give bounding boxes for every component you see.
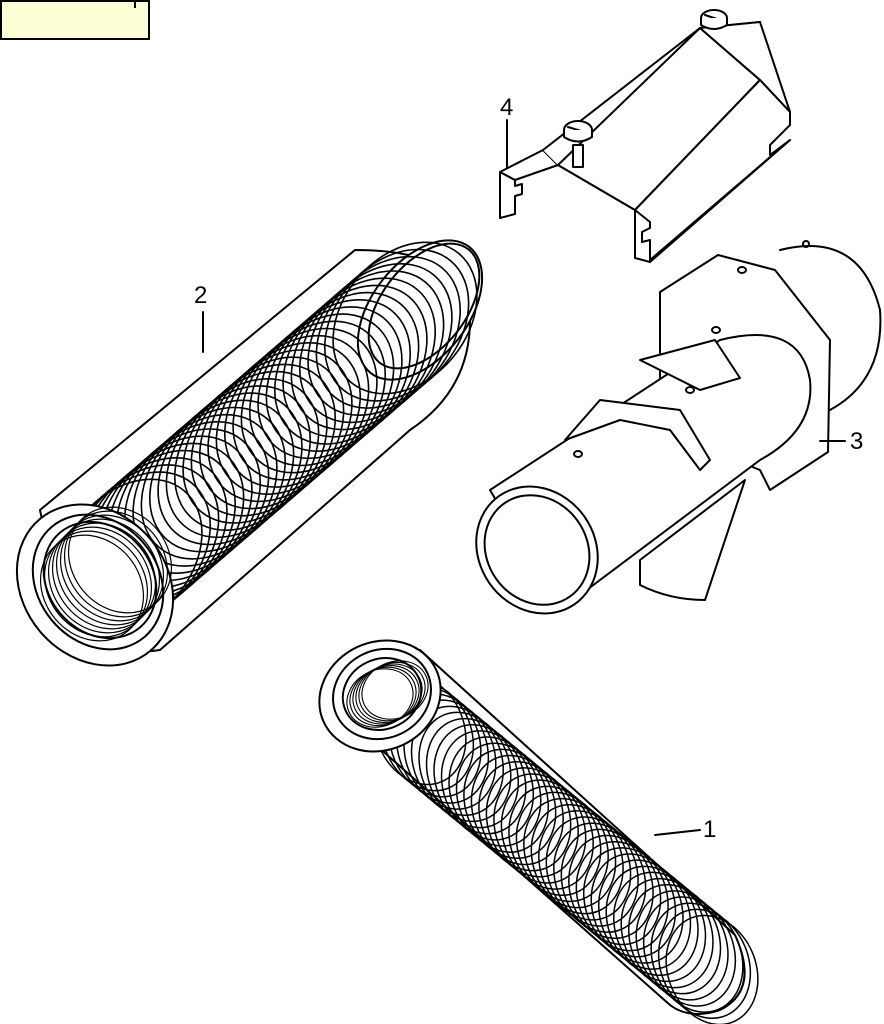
small-hose-part bbox=[318, 639, 759, 1024]
header-tag-tick bbox=[134, 0, 136, 8]
hose-rib bbox=[315, 255, 462, 409]
hose-inner-rib bbox=[361, 660, 429, 720]
hose-rib bbox=[605, 865, 699, 977]
bracket-part bbox=[499, 9, 791, 263]
leader-line-1 bbox=[654, 829, 701, 836]
hose-rib bbox=[650, 902, 744, 1013]
callout-1: 1 bbox=[703, 816, 717, 843]
callout-4: 4 bbox=[500, 94, 514, 121]
hose-rib bbox=[620, 877, 714, 989]
hose-rib bbox=[635, 890, 729, 1001]
large-hose-inner-ribs bbox=[39, 506, 173, 642]
hose-rib bbox=[642, 896, 737, 1007]
small-hose-ribs bbox=[373, 674, 759, 1024]
hose-rib bbox=[332, 241, 478, 395]
hose-rib bbox=[612, 871, 707, 983]
hose-rib bbox=[665, 914, 759, 1024]
callout-3: 3 bbox=[850, 428, 864, 455]
hose-rib bbox=[627, 883, 722, 995]
nozzle-part bbox=[475, 240, 882, 615]
header-tag-box bbox=[0, 0, 150, 40]
hose-inner-rib bbox=[67, 506, 173, 614]
callout-2: 2 bbox=[194, 282, 208, 309]
hose-rib bbox=[323, 248, 470, 402]
large-hose-part bbox=[15, 239, 484, 667]
small-hose-inner-ribs bbox=[346, 660, 429, 728]
hose-rib bbox=[657, 908, 752, 1020]
